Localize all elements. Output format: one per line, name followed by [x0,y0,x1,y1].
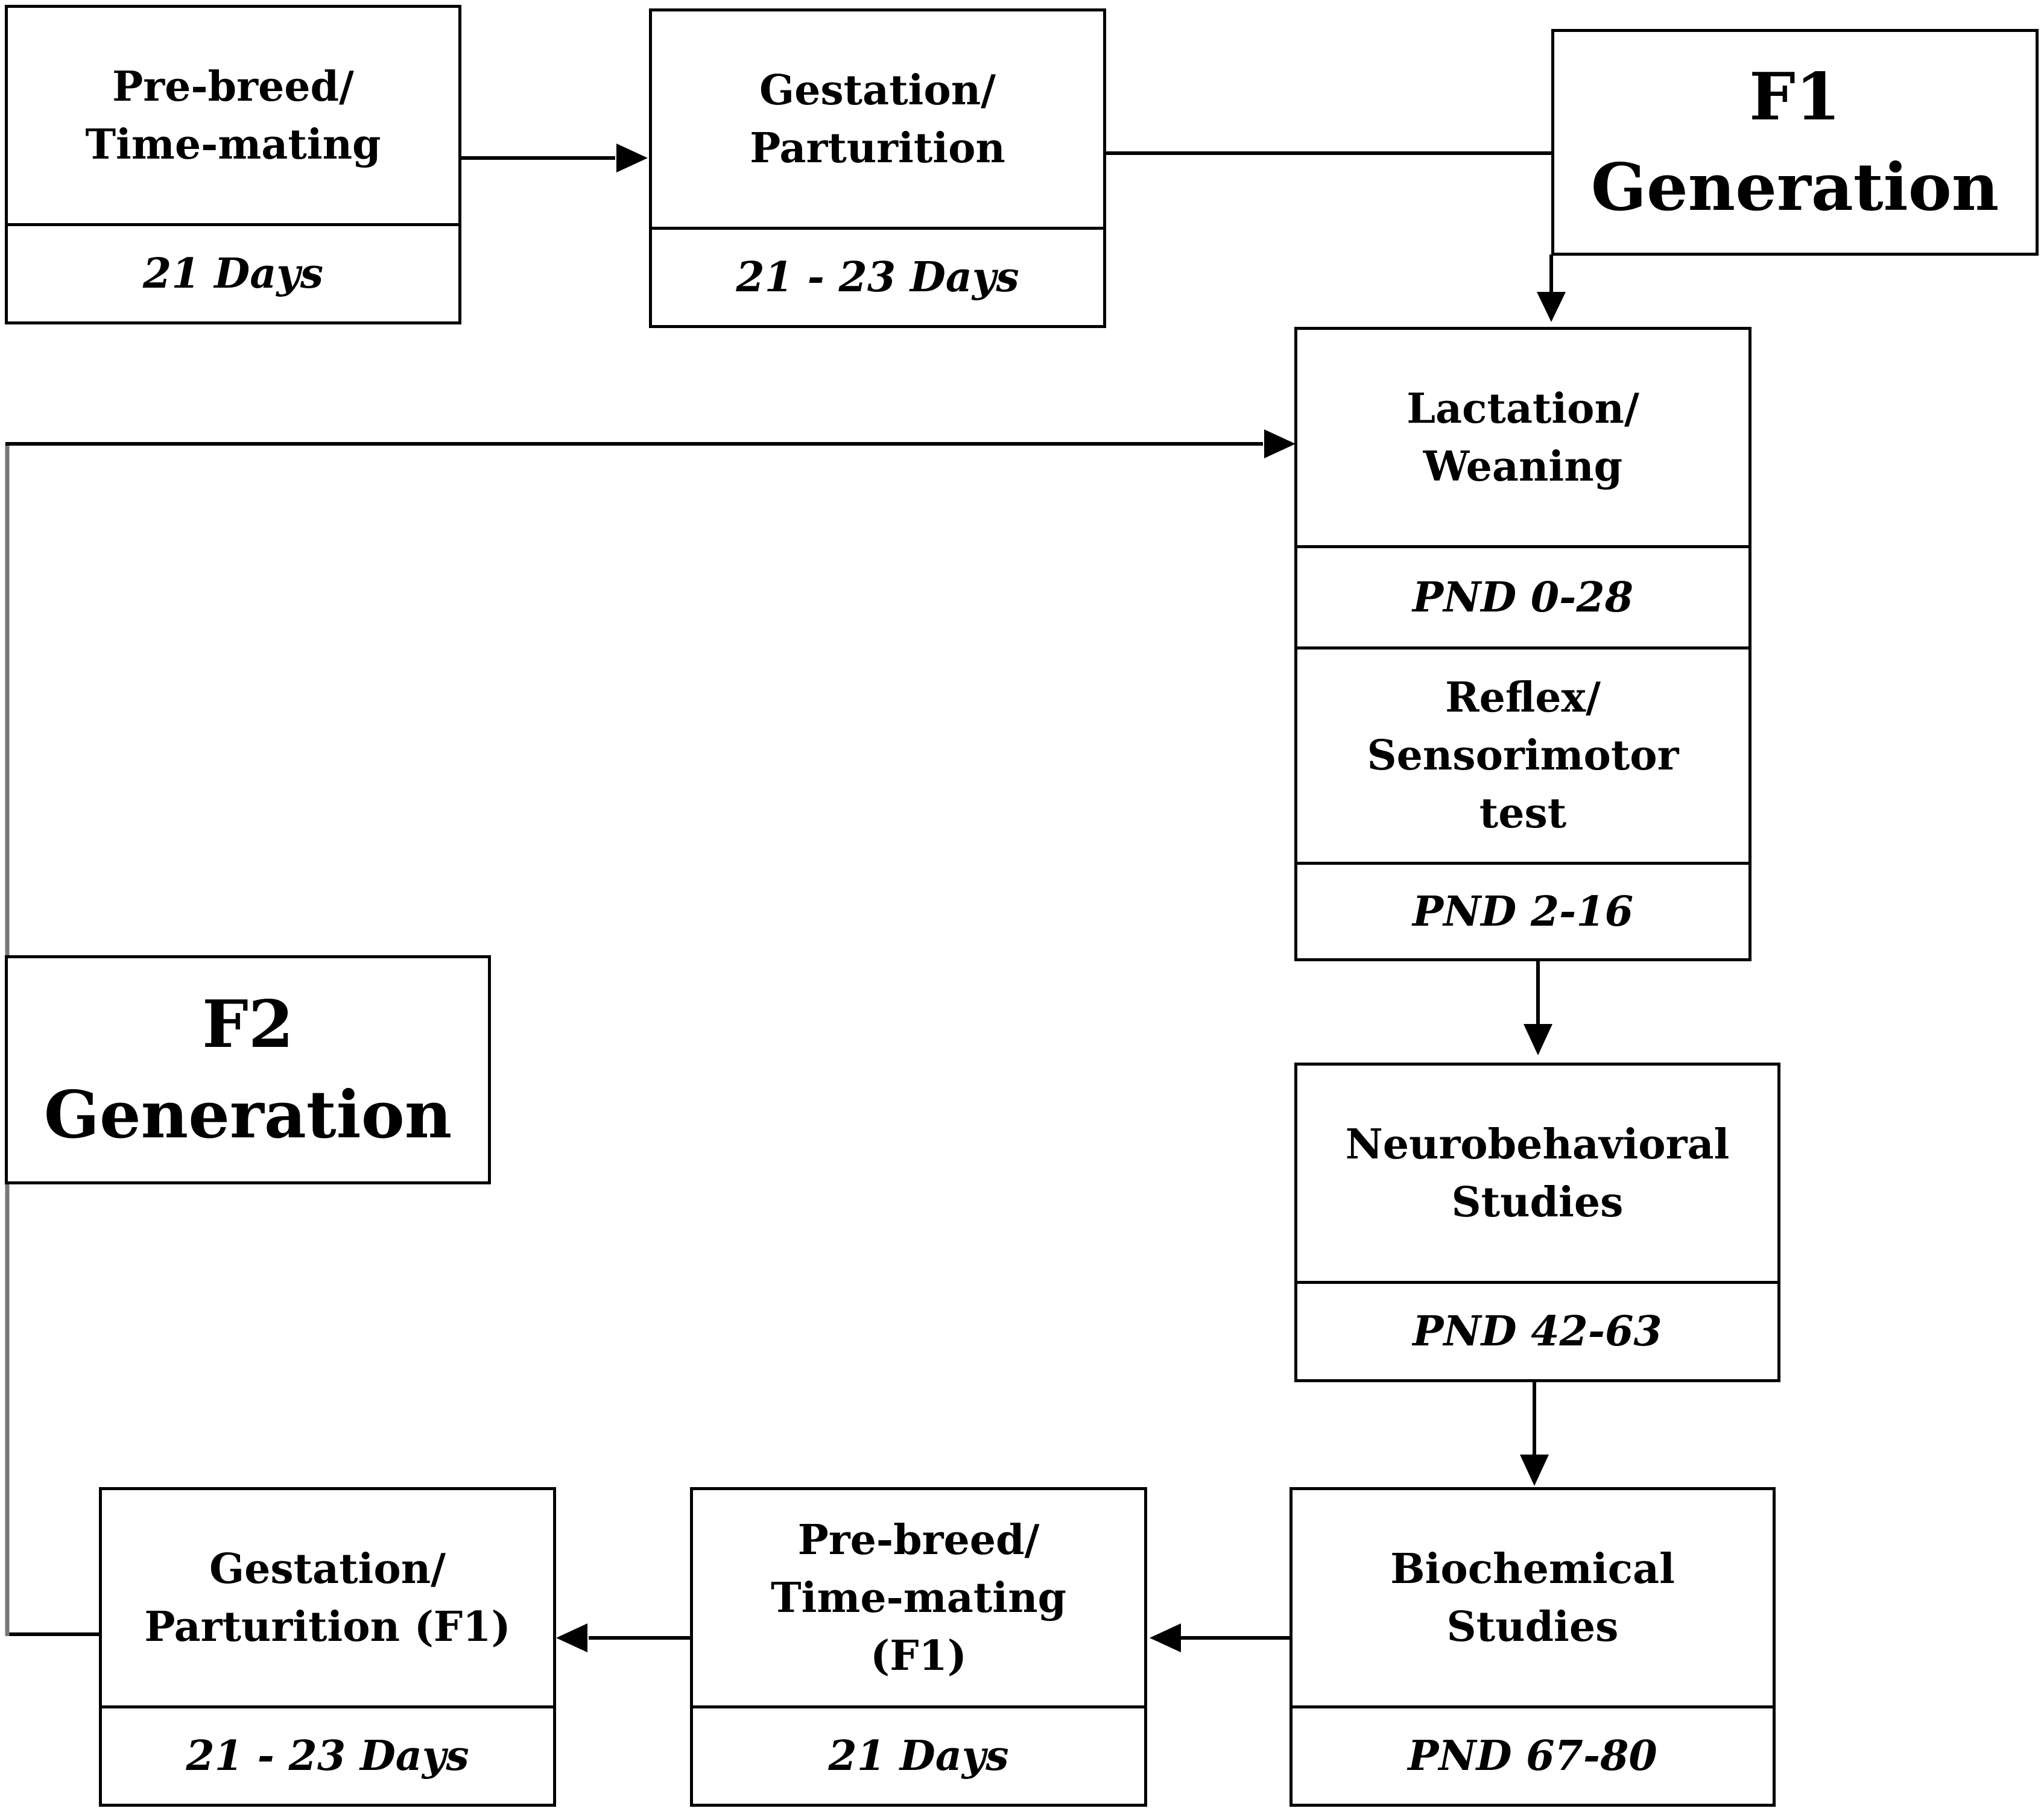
stage-title: Reflex/ Sensorimotor test [1297,646,1748,862]
stage-duration: 21 - 23 Days [652,227,1103,325]
f2-generation: F2 Generation [5,955,491,1184]
arrowhead [1520,1455,1549,1486]
stage-title: Pre-breed/ Time-mating (F1) [770,1515,1067,1680]
stage-biochemical: Biochemical Studies PND 67-80 [1289,1487,1776,1807]
f1-generation-label: F1 Generation [1590,59,1999,226]
stage-gestation-f1: Gestation/ Parturition (F1) 21 - 23 Days [99,1487,556,1807]
stage-neurobehavioral: Neurobehavioral Studies PND 42-63 [1294,1063,1780,1382]
arrowhead [616,144,648,172]
stage-title: Pre-breed/ Time-mating [85,62,381,169]
arrowhead [1524,1024,1552,1055]
arrowhead [556,1623,587,1652]
stage-duration: 21 - 23 Days [102,1705,553,1804]
stage-title: Lactation/ Weaning [1407,384,1639,491]
stage-duration: PND 0-28 [1297,545,1748,646]
stage-lactation-reflex: Lactation/ Weaning PND 0-28 Reflex/ Sens… [1294,327,1751,961]
stage-prebreed-f1: Pre-breed/ Time-mating (F1) 21 Days [690,1487,1147,1807]
stage-title: Gestation/ Parturition [750,66,1005,172]
arrowhead [1264,429,1296,458]
stage-duration: PND 42-63 [1297,1281,1777,1379]
stage-duration: PND 67-80 [1293,1705,1773,1804]
stage-title: Neurobehavioral Studies [1345,1120,1730,1227]
stage-duration: 21 Days [693,1705,1144,1804]
stage-title: Biochemical Studies [1390,1544,1675,1651]
arrowhead [1537,292,1566,322]
stage-gestation: Gestation/ Parturition 21 - 23 Days [649,8,1106,328]
stage-duration: PND 2-16 [1297,862,1748,958]
f2-generation-label: F2 Generation [43,987,452,1153]
arrowhead [1150,1623,1181,1652]
stage-prebreed: Pre-breed/ Time-mating 21 Days [5,5,461,324]
stage-duration: 21 Days [8,223,458,321]
stage-title: Gestation/ Parturition (F1) [144,1544,511,1651]
f1-generation: F1 Generation [1551,29,2039,256]
